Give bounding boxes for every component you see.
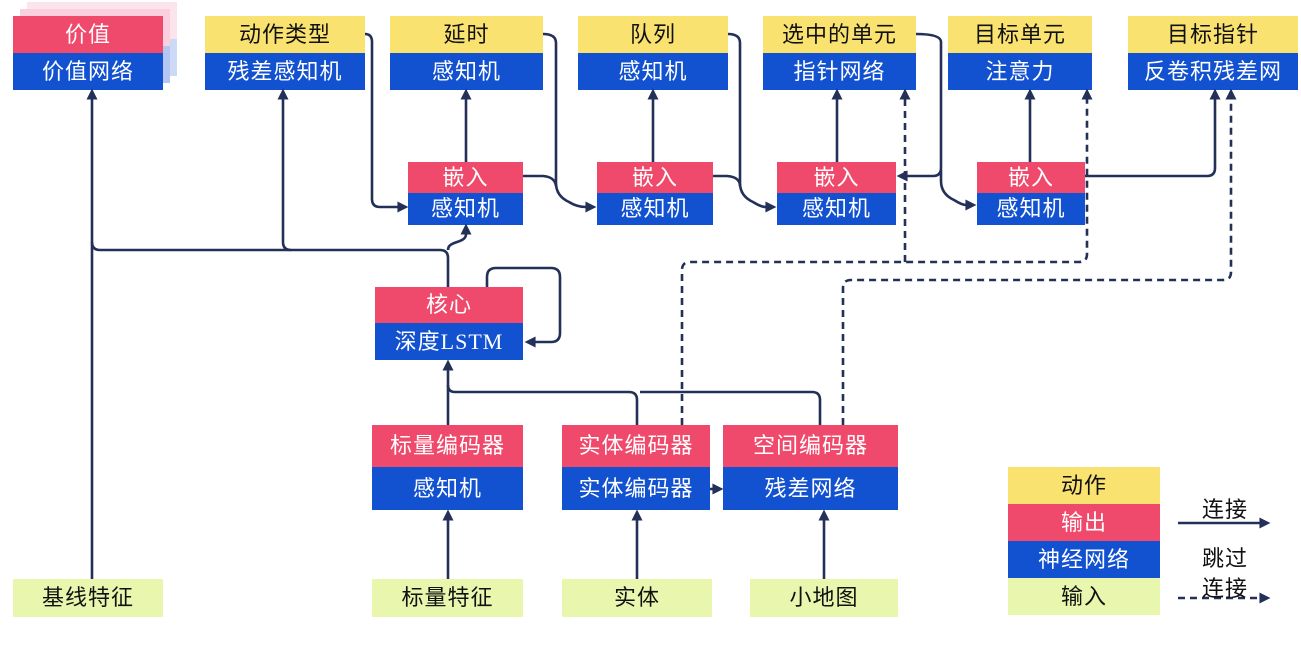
legend-dashed-arrow-label-top: 跳过: [1201, 546, 1248, 571]
node-row-output: 嵌入: [977, 162, 1085, 193]
node-row-action: 目标指针: [1128, 16, 1298, 53]
node-row-action: 动作类型: [205, 16, 365, 53]
node-queue: 队列感知机: [578, 16, 728, 90]
node-row-input: 标量特征: [372, 579, 523, 617]
node-row-network: 感知机: [578, 53, 728, 90]
node-entities: 实体: [562, 579, 712, 617]
node-row-network: 深度LSTM: [375, 323, 523, 360]
node-core: 核心深度LSTM: [375, 287, 523, 360]
node-row-network: 注意力: [948, 53, 1092, 90]
node-row-output: 空间编码器: [723, 425, 898, 467]
legend-item-output: 输出: [1008, 504, 1160, 541]
node-row-action: 队列: [578, 16, 728, 53]
node-row-network: 指针网络: [763, 53, 916, 90]
node-embed-1: 嵌入感知机: [408, 162, 523, 225]
node-embed-3: 嵌入感知机: [777, 162, 896, 225]
node-row-network: 感知机: [977, 193, 1085, 225]
node-row-network: 感知机: [597, 193, 713, 225]
node-delay: 延时感知机: [390, 16, 543, 90]
node-scalar-features: 标量特征: [372, 579, 523, 617]
node-entity-encoder: 实体编码器实体编码器: [562, 425, 710, 510]
node-row-network: 实体编码器: [562, 467, 710, 510]
node-row-output: 价值: [13, 16, 163, 53]
node-row-action: 延时: [390, 16, 543, 53]
node-minimap: 小地图: [750, 579, 898, 617]
legend-item-network: 神经网络: [1008, 541, 1160, 578]
node-value: 价值价值网络: [13, 16, 163, 90]
node-row-action: 选中的单元: [763, 16, 916, 53]
node-embed-4: 嵌入感知机: [977, 162, 1085, 225]
node-row-network: 反卷积残差网: [1128, 53, 1298, 90]
node-row-output: 嵌入: [597, 162, 713, 193]
legend-dashed-arrow-label-bottom: 连接: [1201, 576, 1248, 601]
node-row-network: 残差感知机: [205, 53, 365, 90]
node-row-output: 嵌入: [408, 162, 523, 193]
node-row-input: 基线特征: [13, 579, 163, 617]
legend-item-input: 输入: [1008, 578, 1160, 615]
node-row-network: 感知机: [408, 193, 523, 225]
node-target-point: 目标指针反卷积残差网: [1128, 16, 1298, 90]
node-row-output: 核心: [375, 287, 523, 323]
node-baseline-features: 基线特征: [13, 579, 163, 617]
node-row-output: 嵌入: [777, 162, 896, 193]
node-row-action: 目标单元: [948, 16, 1092, 53]
node-row-output: 实体编码器: [562, 425, 710, 467]
node-row-network: 感知机: [777, 193, 896, 225]
node-embed-2: 嵌入感知机: [597, 162, 713, 225]
node-scalar-encoder: 标量编码器感知机: [372, 425, 523, 510]
node-row-network: 感知机: [390, 53, 543, 90]
node-row-network: 感知机: [372, 467, 523, 510]
legend-solid-arrow-label: 连接: [1201, 497, 1248, 522]
legend-item-action: 动作: [1008, 467, 1160, 504]
node-row-output: 标量编码器: [372, 425, 523, 467]
node-row-input: 小地图: [750, 579, 898, 617]
node-spatial-encoder: 空间编码器残差网络: [723, 425, 898, 510]
node-action-type: 动作类型残差感知机: [205, 16, 365, 90]
legend-color-stack: 动作输出神经网络输入: [1008, 467, 1160, 615]
node-row-network: 价值网络: [13, 53, 163, 90]
node-target-unit: 目标单元注意力: [948, 16, 1092, 90]
node-row-input: 实体: [562, 579, 712, 617]
node-row-network: 残差网络: [723, 467, 898, 510]
node-selected-units: 选中的单元指针网络: [763, 16, 916, 90]
